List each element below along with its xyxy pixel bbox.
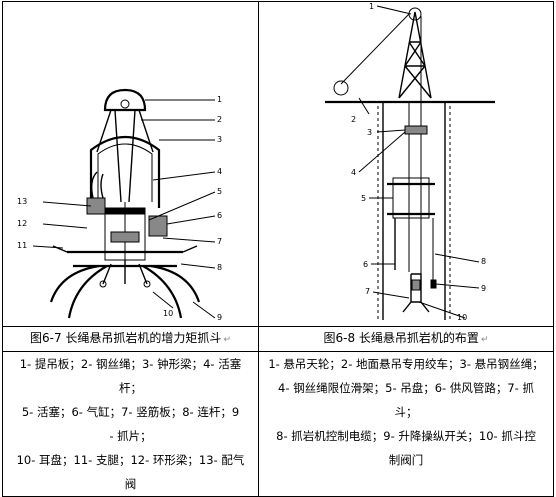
svg-text:2: 2	[217, 115, 222, 124]
callout-leaders-right	[358, 5, 480, 319]
svg-text:8: 8	[481, 257, 486, 266]
rope-limit-slider	[404, 125, 428, 135]
legend-line: 杆；	[119, 381, 142, 395]
connecting-rods	[102, 260, 148, 285]
figure-right-cell: 1 2 3 4 5 6 7 8 9 10	[258, 1, 554, 327]
svg-text:6: 6	[363, 260, 368, 269]
svg-text:5: 5	[361, 194, 366, 203]
svg-text:11: 11	[17, 241, 27, 250]
grab-claws	[49, 264, 201, 319]
paragraph-mark: ↵	[223, 335, 231, 345]
svg-text:13: 13	[17, 197, 27, 206]
figure-left-legend: 1- 提吊板；2- 钢丝绳；3- 钟形梁；4- 活塞 杆； 5- 活塞；6- 气…	[2, 351, 259, 497]
paragraph-mark: ↵	[480, 335, 489, 345]
piston	[110, 231, 140, 243]
callout-labels: 1 2 3 4 5 6 7 8 9 10 11 12 13	[17, 95, 222, 322]
svg-text:4: 4	[351, 168, 356, 177]
legend-line: 1- 提吊板；2- 钢丝绳；3- 钟形梁；4- 活塞	[19, 357, 242, 371]
svg-text:10: 10	[163, 309, 173, 318]
svg-text:6: 6	[217, 211, 222, 220]
figure-right-legend: 1- 悬吊天轮；2- 地面悬吊专用绞车；3- 悬吊钢丝绳； 4- 钢丝绳限位滑架…	[258, 351, 554, 497]
wire-ropes	[96, 109, 154, 203]
legend-line: 阀	[124, 477, 137, 491]
shaft-walls	[382, 102, 446, 320]
svg-text:12: 12	[17, 219, 27, 228]
headframe	[398, 11, 432, 99]
grab-bucket-drawing: 1 2 3 4 5 6 7 8 9 10 11 12 13	[17, 88, 222, 322]
grab-control-valve	[411, 279, 421, 291]
lifting-plate	[103, 88, 147, 112]
svg-text:9: 9	[217, 313, 222, 322]
svg-text:1: 1	[369, 2, 374, 11]
legend-line: 4- 钢丝绳限位滑架；5- 吊盘；6- 供风管路；7- 抓	[278, 381, 534, 395]
grab-layout-drawing: 1 2 3 4 5 6 7 8 9 10	[325, 2, 495, 322]
figure-left-caption: 图6-7 长绳悬吊抓岩机的增力矩抓斗↵	[2, 326, 259, 352]
control-switch	[430, 279, 437, 289]
callout-leaders	[32, 99, 216, 319]
figure-left-cell: 1 2 3 4 5 6 7 8 9 10 11 12 13	[2, 1, 259, 327]
svg-text:7: 7	[365, 287, 370, 296]
svg-text:4: 4	[217, 167, 222, 176]
figure-right-caption: 图6-8 长绳悬吊抓岩机的布置↵	[258, 326, 554, 352]
legend-line: 8- 抓岩机控制电缆；9- 升降操纵开关；10- 抓斗控	[276, 429, 536, 443]
winch	[333, 80, 349, 96]
legend-line: 5- 活塞；6- 气缸；7- 竖筋板；8- 连杆；9	[21, 405, 240, 419]
svg-text:2: 2	[351, 115, 356, 124]
svg-text:5: 5	[217, 187, 222, 196]
legend-line: - 抓片；	[109, 429, 152, 443]
svg-text:7: 7	[217, 237, 222, 246]
svg-text:3: 3	[367, 128, 372, 137]
bell-beam	[89, 136, 161, 208]
legend-line: 制阀门	[388, 453, 424, 467]
legend-line: 斗；	[394, 405, 418, 419]
svg-text:10: 10	[457, 313, 467, 322]
legend-line: 10- 耳盘；11- 支腿；12- 环形梁；13- 配气	[16, 453, 245, 467]
legend-line: 1- 悬吊天轮；2- 地面悬吊专用绞车；3- 悬吊钢丝绳；	[268, 357, 544, 371]
callout-labels-right: 1 2 3 4 5 6 7 8 9 10	[351, 2, 486, 322]
svg-text:3: 3	[217, 135, 222, 144]
svg-text:1: 1	[217, 95, 222, 104]
svg-text:9: 9	[481, 284, 486, 293]
svg-text:8: 8	[217, 263, 222, 272]
